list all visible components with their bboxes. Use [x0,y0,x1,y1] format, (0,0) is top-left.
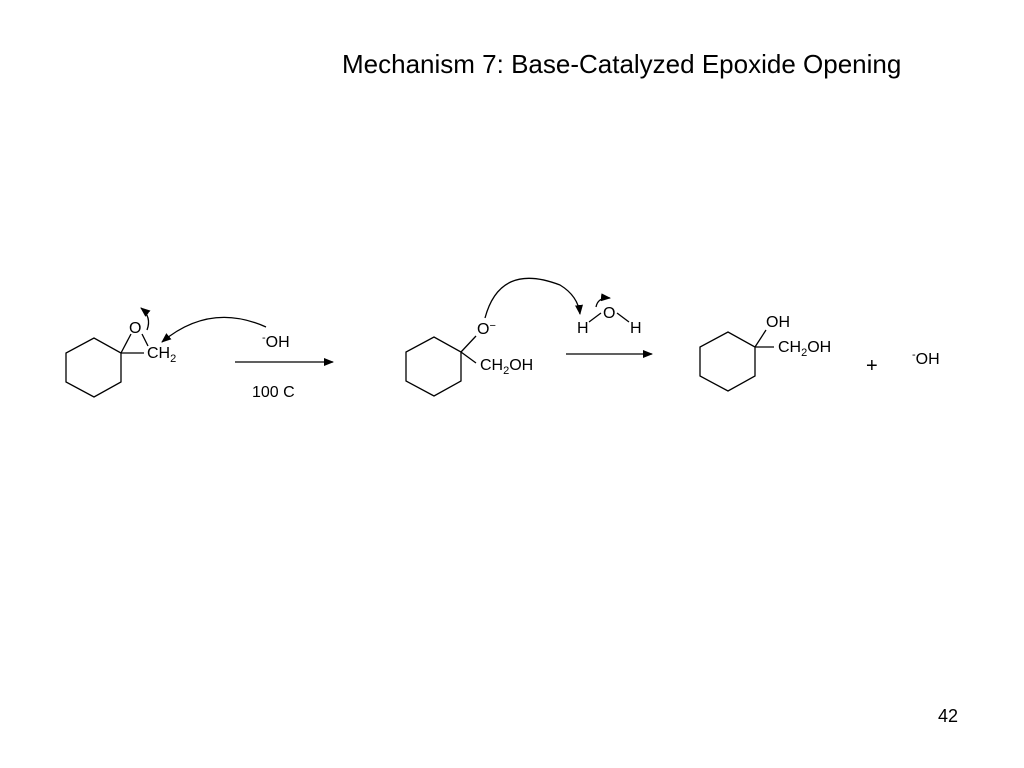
hydroxide-byproduct-label: -OH [912,349,940,368]
epoxide-oxygen-label: O [129,320,141,337]
step1-reagent-text: OH [266,334,290,351]
alkoxide-oxygen-text: O [477,321,489,338]
intermediate-bond-c-ch2 [460,351,477,364]
epoxide-ch2-subscript: 2 [170,353,176,365]
bond-breaking-curved-arrow [140,307,151,331]
diol-product: OH CH2OH [699,314,831,392]
oh-bond-breaking-curved-arrow [595,293,611,308]
byproduct-text: OH [916,351,940,368]
deprotonation-curved-arrow [484,277,583,319]
alkoxide-charge: − [489,320,495,332]
step1-reaction-arrow: -OH 100 C [235,332,334,401]
product-oh-text: OH [807,339,831,356]
step1-reagent-label: -OH [262,332,290,351]
alkoxide-oxygen-label: O− [477,320,496,338]
step1-reagent-charge: - [262,332,266,344]
water-oxygen-label: O [603,305,615,322]
intermediate-subscript: 2 [503,365,509,377]
intermediate-bond-c-o [460,335,477,353]
water-bond-right [616,312,630,323]
intermediate-ch2oh-label: CH2OH [480,357,533,377]
water-h-right-label: H [630,320,642,337]
plus-sign: + [866,355,878,377]
product-cyclohexane-ring [699,331,756,392]
reactant-cyclohexane-ring [65,337,122,398]
hydroxide-attack-curved-arrow [161,316,267,343]
byproduct-charge: - [912,349,916,361]
product-hydroxyl-label: OH [766,314,790,331]
water-bond-left [588,312,602,323]
intermediate-ch-text: CH [480,357,503,374]
page-number: 42 [938,706,959,726]
step1-condition-label: 100 C [252,384,295,401]
water-molecule: H O H [577,293,642,337]
slide-title: Mechanism 7: Base-Catalyzed Epoxide Open… [342,49,902,79]
water-h-left-label: H [577,320,589,337]
alkoxide-intermediate: O− CH2OH [405,320,533,397]
intermediate-oh-text: OH [509,357,533,374]
epoxide-bond-c-o [120,333,132,354]
product-ch-text: CH [778,339,801,356]
intermediate-cyclohexane-ring [405,336,462,397]
product-subscript: 2 [801,347,807,359]
product-ch2oh-label: CH2OH [778,339,831,359]
product-bond-c-oh [754,329,767,348]
epoxide-ch2-label: CH2 [147,345,176,365]
epoxide-bond-o-ch2 [141,333,149,347]
epoxide-ch2-text: CH [147,345,170,362]
reactant-epoxide: O CH2 [65,307,176,398]
